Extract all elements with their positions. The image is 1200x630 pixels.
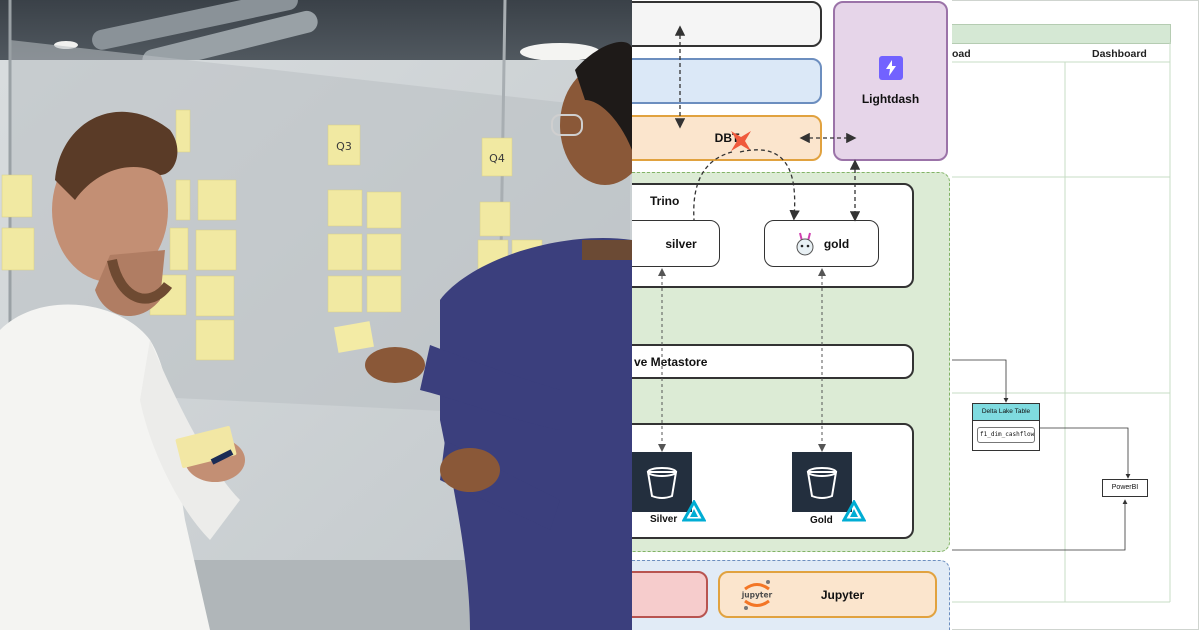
architecture-connectors: [658, 25, 861, 452]
flow-title-band: [952, 24, 1171, 44]
lightdash-logo-icon: [878, 56, 903, 80]
metastore-box: ve Metastore: [632, 344, 914, 379]
flow-arrow-to-powerbi: [952, 499, 1128, 551]
jupyter-logo-text: jupyter: [741, 591, 773, 600]
dbt-box: DBT: [632, 115, 822, 161]
connector-dbt-to-gold: [739, 149, 800, 221]
person-right: [365, 42, 632, 630]
ceiling-duct: [142, 10, 318, 72]
photo-panel: Q3 Q4: [0, 0, 632, 630]
connector-dbt-to-silver: [693, 151, 733, 221]
ceiling-lamp: [520, 43, 600, 61]
delta-lake-table-node: Delta Lake Table f1_dim_cashflow: [972, 403, 1040, 451]
delta-lake-table-title: Delta Lake Table: [973, 404, 1039, 421]
person-left: [0, 111, 245, 630]
powerbi-node: PowerBI: [1102, 479, 1148, 497]
ceiling-duct: [92, 0, 298, 50]
lightdash-label: Lightdash: [861, 92, 920, 106]
delta-lake-icon: [682, 500, 706, 522]
delta-lake-table-item: f1_dim_cashflow: [977, 427, 1035, 443]
silver-bucket-label: Silver: [650, 514, 678, 525]
flow-header-left: oad: [952, 48, 971, 60]
silver-node-label: silver: [665, 236, 697, 251]
dbt-logo-icon: [731, 131, 751, 151]
q3-label: Q3: [336, 140, 352, 153]
sticky-in-hand: [334, 321, 374, 353]
q4-label: Q4: [489, 152, 505, 165]
blue-layer-box: [632, 58, 822, 104]
red-tool-box: [632, 571, 708, 618]
trino-bunny-icon: [796, 232, 814, 255]
silver-bucket-icon: [632, 452, 692, 512]
flow-header-right: Dashboard: [1092, 48, 1147, 60]
flow-diagram: oad Dashboard Delta Lake Table f1_dim_ca…: [952, 0, 1200, 630]
metastore-label: ve Metastore: [634, 354, 708, 369]
jupyter-logo-icon: jupyter: [741, 580, 773, 610]
gold-node: gold: [764, 220, 879, 267]
architecture-diagram: DBT Lightdash Trino silver gold ve Metas…: [632, 0, 952, 630]
office-photo-illustration: Q3 Q4: [0, 0, 632, 630]
gold-bucket-label: Gold: [810, 515, 833, 526]
flow-arrow-to-delta: [952, 359, 1009, 403]
silver-node: silver: [632, 220, 720, 267]
jupyter-label: Jupyter: [820, 587, 865, 602]
delta-lake-icon: [842, 500, 866, 522]
sticky-notes-left: [1, 109, 237, 361]
flow-swimlanes: [952, 42, 1171, 603]
top-gray-box: [632, 1, 822, 47]
gold-node-label: gold: [823, 236, 850, 251]
powerbi-label: PowerBI: [1111, 484, 1139, 491]
sticky-notes-q3: Q3: [327, 124, 402, 313]
trino-label: Trino: [650, 194, 680, 208]
flow-arrow-delta-to-powerbi: [1039, 427, 1131, 479]
gold-bucket-icon: [792, 452, 852, 512]
jupyter-box: jupyter Jupyter: [718, 571, 937, 618]
